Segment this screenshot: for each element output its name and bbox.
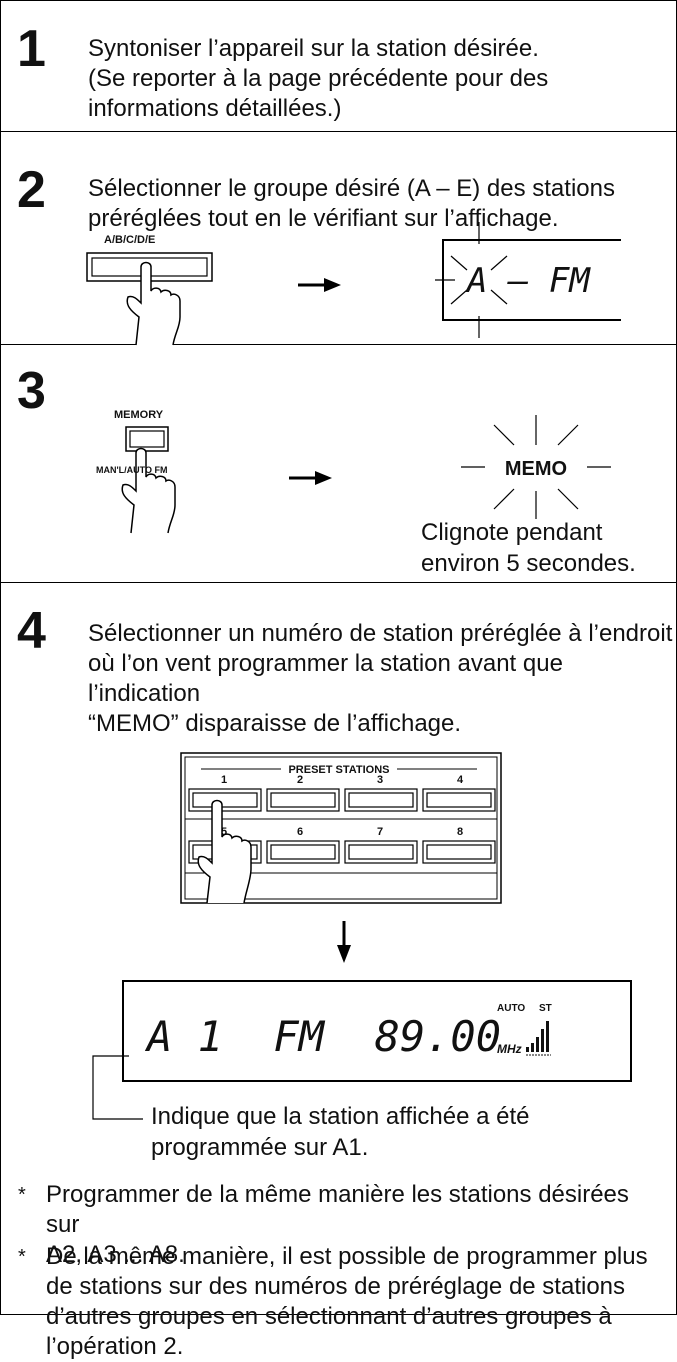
preset-number: 8	[457, 826, 463, 838]
preset-number: 4	[457, 774, 464, 786]
step-number: 1	[17, 20, 46, 78]
frequency-display: A 1 FM 89.00 AUTO ST MHz	[92, 980, 632, 1120]
preset-number: 6	[297, 826, 303, 838]
auto-indicator: AUTO	[497, 1003, 525, 1014]
step-text: Sélectionner le groupe désiré (A – E) de…	[88, 175, 615, 232]
step-text: Sélectionner un numéro de station prérég…	[88, 620, 673, 737]
group-display-text: A — FM	[465, 261, 591, 301]
step-3: 3 MEMORY MAN'L/AUTO FM MEMO	[1, 345, 676, 583]
step-text: Syntoniser l’appareil sur la station dés…	[88, 35, 549, 122]
group-button-label: A/B/C/D/E	[104, 234, 156, 246]
frequency-display-text: A 1 FM 89.00	[144, 1012, 501, 1061]
step-number: 3	[17, 362, 46, 420]
memory-button-sublabel: MAN'L/AUTO FM	[96, 465, 168, 475]
hand-icon	[197, 799, 252, 904]
arrow-down-icon	[337, 921, 351, 963]
display-blink-illustration: A — FM	[435, 222, 621, 338]
hand-icon	[121, 447, 176, 534]
preset-number: 5	[221, 826, 227, 838]
step-number: 2	[17, 161, 46, 219]
step-4: 4 Sélectionner un numéro de station prér…	[1, 583, 676, 1360]
arrow-right-icon	[289, 471, 332, 485]
preset-number: 7	[377, 826, 383, 838]
preset-number: 3	[377, 774, 383, 786]
note-text: Programmer de la même manière les statio…	[46, 1181, 629, 1268]
preset-stations-panel: PRESET STATIONS 1 2 3 4 5 6 7 8	[180, 752, 502, 904]
memo-indicator: MEMO	[505, 458, 567, 480]
note-bullet: *	[18, 1246, 26, 1268]
note-bullet: *	[18, 1184, 26, 1206]
memory-button-label: MEMORY	[114, 409, 164, 421]
preset-number: 2	[297, 774, 303, 786]
memo-caption: Clignote pendant environ 5 secondes.	[421, 519, 636, 577]
step-2: 2 Sélectionner le groupe désiré (A – E) …	[1, 132, 676, 346]
step-1: 1 Syntoniser l’appareil sur la station d…	[1, 1, 676, 132]
group-button-illustration	[86, 252, 213, 346]
signal-strength-icon	[526, 1021, 551, 1056]
arrow-right-icon	[298, 278, 341, 292]
hand-icon	[126, 261, 181, 346]
memo-blink-illustration: MEMO	[461, 415, 611, 519]
preset-number: 1	[221, 774, 227, 786]
stereo-indicator: ST	[539, 1003, 552, 1014]
callout-text: Indique que la station affichée a été pr…	[151, 1103, 530, 1161]
preset-header: PRESET STATIONS	[288, 764, 389, 776]
step-number: 4	[17, 602, 46, 660]
mhz-unit: MHz	[497, 1042, 522, 1056]
memory-button-illustration	[121, 426, 176, 534]
note-text: De la même manière, il est possible de p…	[46, 1243, 648, 1360]
